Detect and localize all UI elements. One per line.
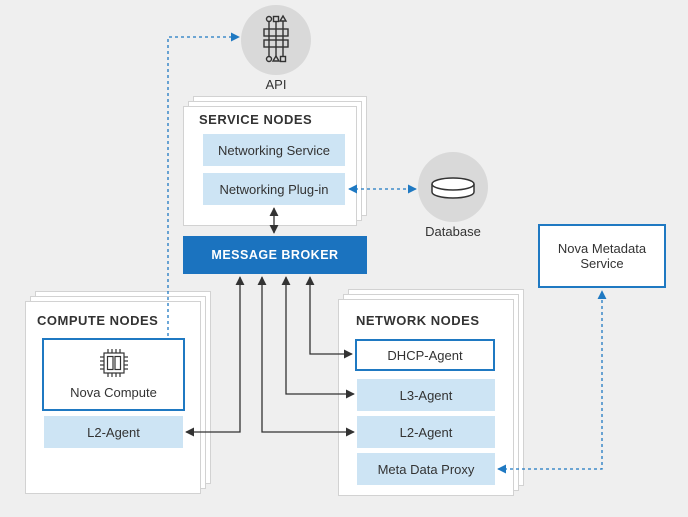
database-label: Database: [425, 224, 481, 239]
service-nodes-panel: [183, 106, 357, 226]
database-icon: [431, 177, 475, 199]
arrow-broker-dhcp: [305, 276, 353, 359]
dashed-arrow-api-nova-compute: [167, 32, 240, 336]
compute-l2-agent-box: L2-Agent: [44, 416, 183, 448]
arrow-broker-network-l2: [257, 276, 355, 437]
chip-icon: [99, 349, 128, 377]
api-node: [241, 5, 311, 75]
message-broker-box: MESSAGE BROKER: [183, 236, 367, 274]
arrow-broker-compute-l2: [185, 276, 245, 437]
dhcp-agent-box: DHCP-Agent: [355, 339, 495, 371]
dashed-arrow-proxy-metadata: [497, 290, 607, 474]
l3-agent-box: L3-Agent: [357, 379, 495, 411]
networking-plugin-box: Networking Plug-in: [203, 173, 345, 205]
networking-service-box: Networking Service: [203, 134, 345, 166]
nova-compute-box: Nova Compute: [42, 338, 185, 411]
compute-nodes-title: COMPUTE NODES: [37, 313, 159, 328]
nova-metadata-service-box: Nova Metadata Service: [538, 224, 666, 288]
arrow-broker-l3: [281, 276, 355, 399]
api-icon: [263, 14, 289, 63]
meta-data-proxy-box: Meta Data Proxy: [357, 453, 495, 485]
network-l2-agent-box: L2-Agent: [357, 416, 495, 448]
network-nodes-title: NETWORK NODES: [356, 313, 480, 328]
database-node: [418, 152, 488, 222]
api-label: API: [265, 77, 287, 92]
service-nodes-title: SERVICE NODES: [199, 112, 313, 127]
nova-compute-label: Nova Compute: [70, 385, 157, 400]
